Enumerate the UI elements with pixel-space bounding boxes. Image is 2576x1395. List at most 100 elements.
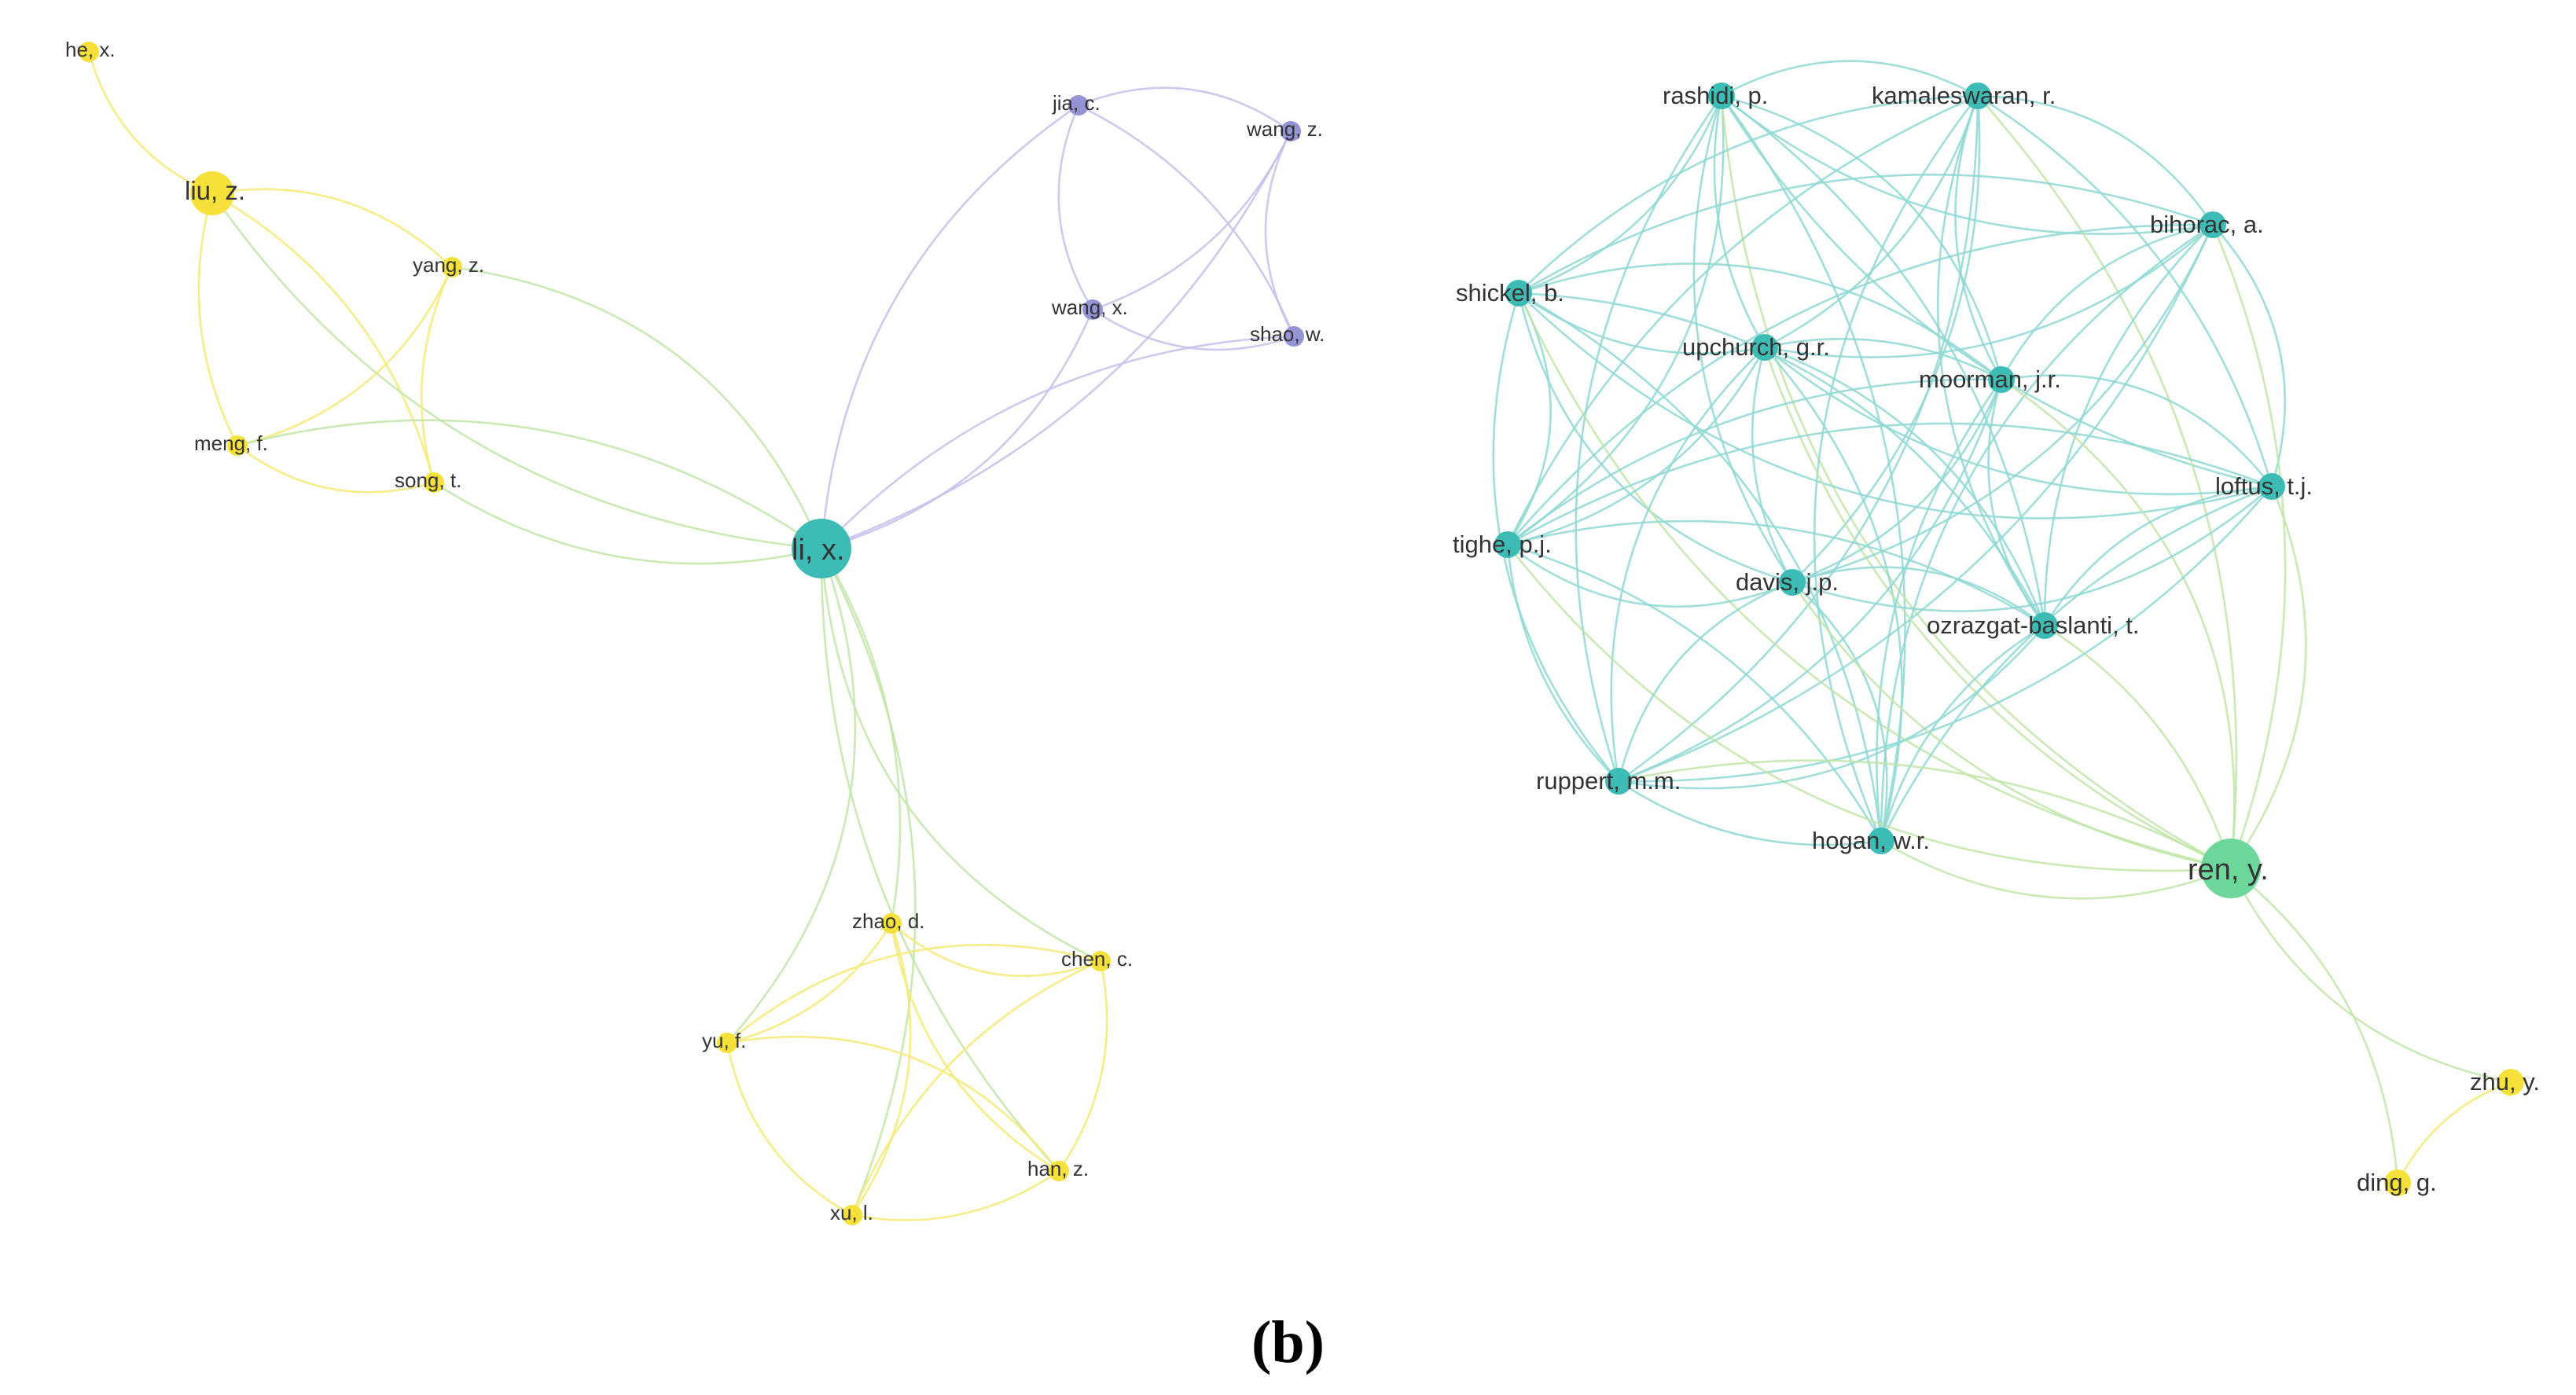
edge-bihorac_a-tighe_pj <box>1507 223 2214 545</box>
node-hogan_wr[interactable] <box>1868 828 1894 854</box>
edge-shickel_b-davis_jp <box>1517 292 1793 584</box>
node-xu_l[interactable] <box>842 1205 862 1225</box>
node-label-shao_w: shao, w. <box>1250 322 1325 346</box>
node-label-upchurch_gr: upchurch, g.r. <box>1682 333 1830 361</box>
edge-han_z-xu_l <box>851 1169 1060 1221</box>
edge-chen_c-han_z <box>1057 960 1108 1172</box>
edge-upchurch_gr-moorman_jr <box>1764 337 2002 381</box>
edge-tighe_pj-ren_y <box>1506 544 2232 872</box>
edge-bihorac_a-shickel_b <box>1518 173 2214 295</box>
node-label-hogan_wr: hogan, w.r. <box>1812 827 1930 854</box>
node-chen_c[interactable] <box>1090 951 1111 971</box>
edge-loftus_tj-tighe_pj <box>1507 422 2273 546</box>
node-ozrazgat_t[interactable] <box>2031 612 2058 639</box>
node-yu_f[interactable] <box>717 1033 737 1053</box>
edge-rashidi_p-davis_jp <box>1692 95 1794 583</box>
edge-li_x-xu_l <box>820 548 917 1216</box>
node-davis_jp[interactable] <box>1779 569 1806 596</box>
node-label-davis_jp: davis, j.p. <box>1736 568 1839 596</box>
node-label-wang_x: wang, x. <box>1051 296 1128 319</box>
node-bihorac_a[interactable] <box>2199 211 2226 238</box>
node-loftus_tj[interactable] <box>2258 473 2285 500</box>
node-label-liu_z: liu, z. <box>185 176 245 205</box>
node-label-shickel_b: shickel, b. <box>1456 279 1564 307</box>
node-shao_w[interactable] <box>1284 326 1304 347</box>
edge-liu_z-yang_z <box>211 188 453 268</box>
node-label-jia_c: jia, c. <box>1052 91 1101 115</box>
edge-kamaleswaran_r-shickel_b <box>1518 94 1979 294</box>
edge-jia_c-wang_z <box>1078 86 1292 133</box>
edge-moorman_jr-ozrazgat_t <box>1987 379 2046 626</box>
edge-kamaleswaran_r-ruppert_mm <box>1618 95 1979 783</box>
node-liu_z[interactable] <box>190 171 234 215</box>
edge-upchurch_gr-davis_jp <box>1751 347 1794 583</box>
node-tighe_pj[interactable] <box>1494 531 1521 558</box>
node-label-chen_c: chen, c. <box>1061 947 1133 971</box>
node-moorman_jr[interactable] <box>1988 366 2015 393</box>
edge-wang_x-li_x <box>821 309 1094 550</box>
node-meng_f[interactable] <box>227 435 248 456</box>
edge-loftus_tj-davis_jp <box>1791 486 2273 612</box>
node-he_x[interactable] <box>79 42 99 62</box>
node-rashidi_p[interactable] <box>1708 83 1735 109</box>
edge-kamaleswaran_r-loftus_tj <box>1977 94 2273 487</box>
edge-tighe_pj-davis_jp <box>1507 543 1793 608</box>
node-kamaleswaran_r[interactable] <box>1964 83 1991 109</box>
edge-liu_z-meng_f <box>197 193 239 446</box>
edge-zhao_d-chen_c <box>891 923 1101 978</box>
edge-layer <box>87 51 2512 1221</box>
node-layer <box>79 42 2524 1225</box>
node-wang_x[interactable] <box>1082 299 1103 320</box>
node-han_z[interactable] <box>1049 1161 1069 1181</box>
node-zhu_y[interactable] <box>2497 1069 2524 1096</box>
node-ren_y[interactable] <box>2201 839 2261 898</box>
edge-kamaleswaran_r-ren_y <box>1977 95 2238 869</box>
node-label-rashidi_p: rashidi, p. <box>1663 82 1768 109</box>
node-ding_g[interactable] <box>2384 1169 2411 1196</box>
edge-ren_y-ding_g <box>2230 867 2399 1184</box>
edge-moorman_jr-tighe_pj <box>1507 378 2002 546</box>
edge-bihorac_a-ren_y <box>2211 224 2287 869</box>
edge-zhao_d-xu_l <box>851 923 912 1216</box>
node-label-yu_f: yu, f. <box>702 1029 746 1052</box>
node-ruppert_mm[interactable] <box>1605 768 1632 795</box>
edge-shao_w-li_x <box>821 335 1295 549</box>
edge-tighe_pj-ozrazgat_t <box>1507 519 2045 627</box>
edge-rashidi_p-kamaleswaran_r <box>1721 60 1979 97</box>
edge-moorman_jr-loftus_tj <box>2001 374 2273 487</box>
edge-yu_f-xu_l <box>726 1042 853 1217</box>
node-li_x[interactable] <box>792 519 851 578</box>
edge-rashidi_p-tighe_pj <box>1507 95 1725 546</box>
edge-chen_c-xu_l <box>851 960 1101 1216</box>
node-label-ren_y: ren, y. <box>2188 854 2269 887</box>
edge-yang_z-song_t <box>421 266 454 483</box>
edge-li_x-chen_c <box>820 548 1101 963</box>
node-label-li_x: li, x. <box>792 534 845 567</box>
edge-chen_c-yu_f <box>726 943 1101 1044</box>
node-jia_c[interactable] <box>1068 95 1089 116</box>
node-label-loftus_tj: loftus, t.j. <box>2215 472 2313 500</box>
node-label-ozrazgat_t: ozrazgat-baslanti, t. <box>1927 611 2140 639</box>
node-upchurch_gr[interactable] <box>1751 334 1778 361</box>
edge-bihorac_a-ruppert_mm <box>1618 224 2214 783</box>
edge-kamaleswaran_r-upchurch_gr <box>1764 95 1979 349</box>
edge-rashidi_p-ren_y <box>1720 95 2232 870</box>
edge-shickel_b-loftus_tj <box>1518 292 2273 519</box>
node-zhao_d[interactable] <box>881 913 902 934</box>
edge-yu_f-han_z <box>726 1035 1060 1172</box>
edge-zhao_d-yu_f <box>726 923 893 1044</box>
node-yang_z[interactable] <box>442 257 462 277</box>
edge-jia_c-shao_w <box>1078 104 1295 337</box>
edge-zhao_d-han_z <box>890 923 1060 1173</box>
edge-bihorac_a-davis_jp <box>1791 224 2214 584</box>
edge-wang_z-shao_w <box>1264 130 1295 337</box>
node-shickel_b[interactable] <box>1505 280 1532 307</box>
edge-rashidi_p-shickel_b <box>1518 95 1723 295</box>
node-label-song_t: song, t. <box>395 468 461 492</box>
node-song_t[interactable] <box>424 472 444 493</box>
edge-davis_jp-ruppert_mm <box>1617 581 1793 782</box>
node-wang_z[interactable] <box>1281 121 1301 141</box>
edge-shickel_b-ozrazgat_t <box>1518 292 2046 626</box>
edge-ruppert_mm-ren_y <box>1618 759 2232 870</box>
